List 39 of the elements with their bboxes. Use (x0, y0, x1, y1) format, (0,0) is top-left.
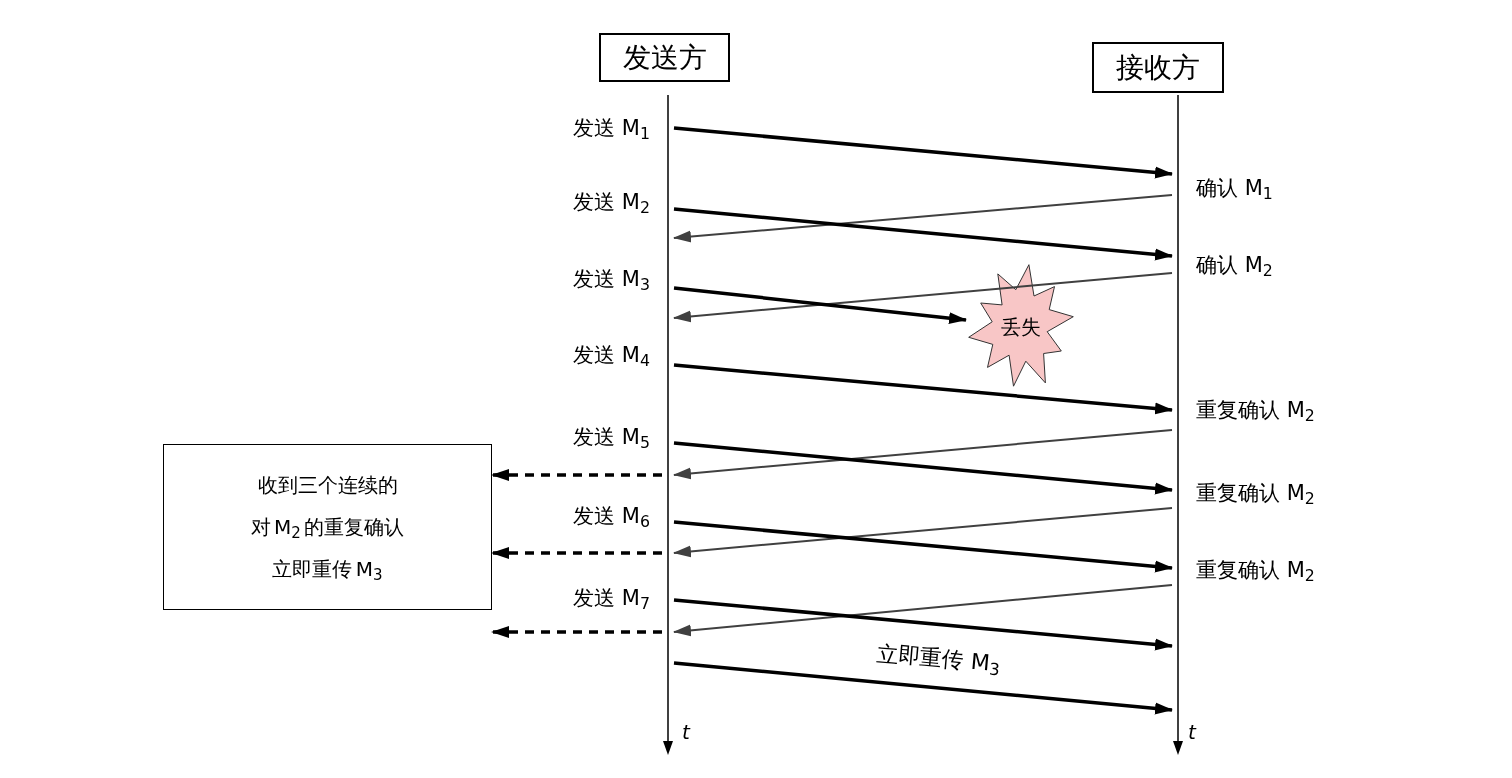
message-arrow (673, 126, 1173, 179)
message-arrow (673, 363, 1173, 415)
time-axis-arrow (1172, 95, 1184, 755)
message-label: 发送 M$_{7}$ (573, 585, 650, 612)
role-title: 发送方 (622, 39, 707, 76)
role-title: 接收方 (1116, 49, 1200, 86)
loss-label: 丢失 (1001, 314, 1041, 341)
message-arrow (673, 194, 1173, 243)
message-label: 确认 M$_{2}$ (1196, 252, 1273, 279)
message-label: 发送 M$_{5}$ (573, 424, 650, 451)
message-arrow (673, 286, 967, 325)
message-arrow (673, 441, 1173, 495)
message-label: 重复确认 M$_{2}$ (1196, 557, 1315, 584)
message-arrow (491, 547, 662, 559)
message-arrow (673, 661, 1173, 715)
message-label: 重复确认 M$_{2}$ (1196, 397, 1315, 424)
time-axis-arrow (662, 95, 674, 755)
message-arrow (673, 520, 1173, 573)
message-arrow (491, 469, 662, 481)
message-arrow (491, 626, 662, 638)
note-box (163, 444, 492, 610)
message-arrow (673, 507, 1173, 558)
message-label: 发送 M$_{1}$ (573, 115, 650, 142)
role-box (1092, 42, 1224, 93)
message-label: 发送 M$_{4}$ (573, 342, 650, 369)
message-label: 确认 M$_{1}$ (1196, 175, 1273, 202)
message-label: 发送 M$_{6}$ (573, 503, 650, 530)
message-arrow (673, 207, 1173, 261)
message-arrow (673, 272, 1173, 323)
message-arrow (673, 429, 1173, 480)
time-label: t (682, 720, 690, 744)
note-text: 收到三个连续的对 M$_{2}$ 的重复确认立即重传 M$_{3}$ (249, 472, 406, 586)
message-arrow (673, 584, 1173, 637)
message-label: 发送 M$_{3}$ (573, 266, 650, 293)
message-label: 重复确认 M$_{2}$ (1196, 480, 1315, 507)
message-label: 发送 M$_{2}$ (573, 189, 650, 216)
role-box (599, 33, 730, 82)
time-label: t (1188, 720, 1196, 744)
message-arrow (673, 598, 1173, 651)
